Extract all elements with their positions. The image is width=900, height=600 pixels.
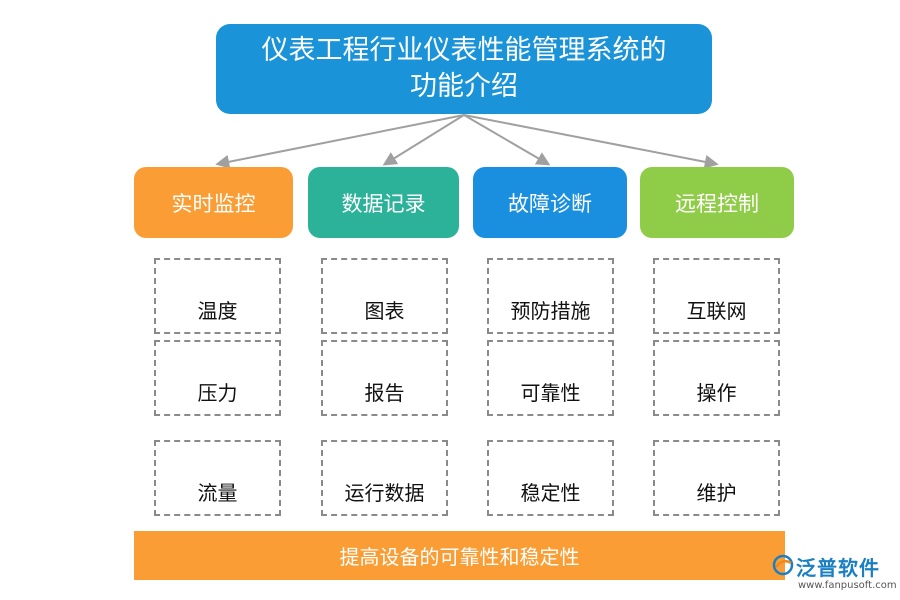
arrow-to-category-1 <box>215 114 465 169</box>
category-remote-control: 远程控制 <box>640 167 794 238</box>
item-preventive-measures: 预防措施 <box>487 258 614 334</box>
item-maintenance: 维护 <box>653 440 780 516</box>
item-reliability: 可靠性 <box>487 340 614 416</box>
item-internet: 互联网 <box>653 258 780 334</box>
title-line-1: 仪表工程行业仪表性能管理系统的 <box>261 35 667 66</box>
item-charts: 图表 <box>321 258 448 334</box>
logo-url: www.fanpusoft.com <box>798 580 897 591</box>
category-realtime-monitoring: 实时监控 <box>134 167 293 238</box>
category-data-recording: 数据记录 <box>308 167 459 238</box>
item-stability: 稳定性 <box>487 440 614 516</box>
item-reports: 报告 <box>321 340 448 416</box>
item-pressure: 压力 <box>154 340 281 416</box>
fanpu-logo-icon <box>772 554 794 576</box>
item-operation-data: 运行数据 <box>321 440 448 516</box>
category-fault-diagnosis: 故障诊断 <box>473 167 627 238</box>
item-operation: 操作 <box>653 340 780 416</box>
brand-logo: 泛普软件 www.fanpusoft.com <box>772 552 897 596</box>
footer-banner: 提高设备的可靠性和稳定性 <box>134 531 785 580</box>
arrow-to-category-4 <box>463 114 719 169</box>
item-flow: 流量 <box>154 440 281 516</box>
diagram-title: 仪表工程行业仪表性能管理系统的 功能介绍 <box>216 24 712 114</box>
arrow-to-category-3 <box>463 114 551 166</box>
arrow-to-category-2 <box>382 114 465 166</box>
item-temperature: 温度 <box>154 258 281 334</box>
title-line-2: 功能介绍 <box>410 71 518 102</box>
logo-name: 泛普软件 <box>796 556 880 580</box>
